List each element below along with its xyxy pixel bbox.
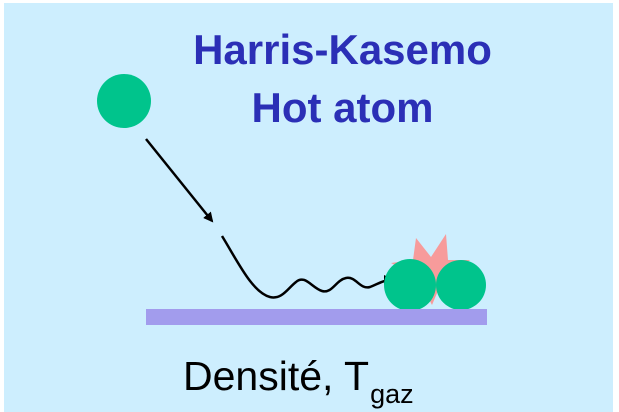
surface-bar: [146, 309, 487, 325]
title-line-1: Harris-Kasemo: [193, 26, 492, 73]
caption-main: Densité, T: [183, 353, 370, 399]
diagram-panel: [4, 3, 613, 412]
incoming-trajectory-arrow: [145, 138, 214, 223]
title-line-2: Hot atom: [251, 84, 434, 131]
incoming-atom: [97, 74, 151, 128]
hot-atom: [384, 259, 436, 311]
caption: Densité, Tgaz: [183, 352, 414, 409]
wavy-hot-atom-path: [220, 235, 394, 299]
caption-subscript: gaz: [370, 379, 414, 409]
adsorbed-atom: [436, 260, 486, 310]
